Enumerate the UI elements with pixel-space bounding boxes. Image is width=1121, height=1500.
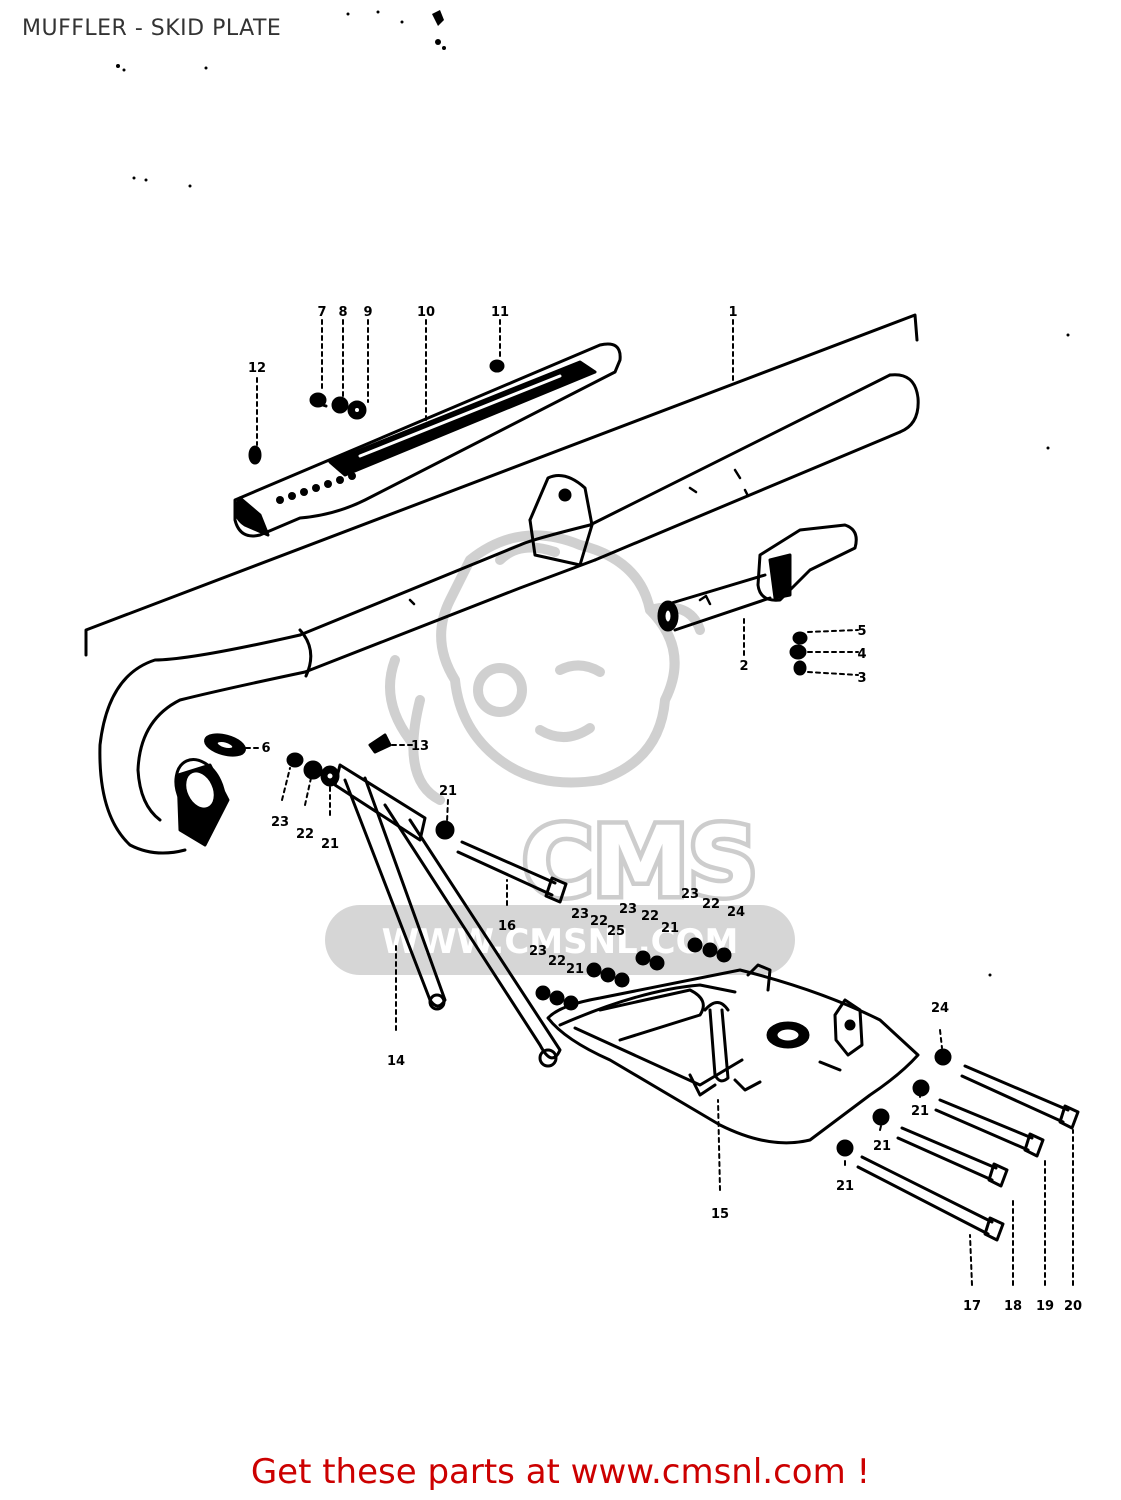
callout-23-front: 23 (271, 815, 289, 830)
callout-25: 25 (607, 924, 625, 939)
callout-5: 5 (857, 624, 866, 639)
callout-23-cluster-d: 23 (681, 887, 699, 902)
muffler-stay-bracket (333, 763, 562, 1068)
callout-labels: 1 2 3 4 5 6 7 8 9 10 11 12 13 14 15 16 1… (248, 305, 1082, 1314)
callout-4: 4 (857, 647, 866, 662)
callout-24-bolt: 24 (931, 1001, 949, 1016)
callout-24-cluster: 24 (727, 905, 745, 920)
callout-1: 1 (728, 305, 737, 320)
skid-plate (546, 963, 920, 1145)
stay-bolt (435, 820, 568, 904)
callout-9: 9 (363, 305, 372, 320)
scan-specks (116, 10, 1070, 977)
assembly-bracket-line (84, 313, 919, 657)
callout-21-bolt-a: 21 (911, 1104, 929, 1119)
callout-3: 3 (857, 671, 866, 686)
callout-14: 14 (387, 1054, 405, 1069)
callout-leader-lines (245, 319, 1074, 1286)
callout-22-cluster-c: 22 (641, 909, 659, 924)
cms-watermark: CMS WWW.CMSNL.COM (325, 530, 795, 975)
mascot-watermark-icon (385, 530, 705, 805)
callout-15: 15 (711, 1207, 729, 1222)
skid-plate-bolts (836, 1048, 1080, 1242)
callout-17: 17 (963, 1299, 981, 1314)
callout-16: 16 (498, 919, 516, 934)
callout-22-cluster-a: 22 (548, 954, 566, 969)
callout-21-cluster-b: 21 (661, 921, 679, 936)
callout-22-cluster-b: 22 (590, 914, 608, 929)
front-mount-hardware (286, 733, 392, 787)
silencer-hardware (789, 631, 808, 676)
page-title: MUFFLER - SKID PLATE (22, 16, 282, 41)
callout-7: 7 (317, 305, 326, 320)
watermark-url-banner (325, 905, 795, 975)
callout-23-cluster-a: 23 (529, 944, 547, 959)
callout-6: 6 (261, 741, 270, 756)
callout-20: 20 (1064, 1299, 1082, 1314)
exhaust-gasket (204, 733, 246, 757)
callout-21-bolt-c: 21 (836, 1179, 854, 1194)
skid-plate-washers (535, 937, 732, 1011)
cms-watermark-logo: CMS (522, 806, 757, 918)
callout-18: 18 (1004, 1299, 1022, 1314)
callout-21-front: 21 (321, 837, 339, 852)
callout-22-front: 22 (296, 827, 314, 842)
callout-22-cluster-d: 22 (702, 897, 720, 912)
callout-21-cluster-a: 21 (566, 962, 584, 977)
callout-13: 13 (411, 739, 429, 754)
callout-23-cluster-b: 23 (571, 907, 589, 922)
heat-shield-screws (248, 359, 505, 465)
callout-21-stay-bolt: 21 (439, 784, 457, 799)
heat-shield (233, 342, 622, 538)
muffler-exhaust-pipe (98, 373, 920, 855)
callout-19: 19 (1036, 1299, 1054, 1314)
cms-watermark-url: WWW.CMSNL.COM (382, 922, 739, 962)
callout-8: 8 (338, 305, 347, 320)
callout-21-bolt-b: 21 (873, 1139, 891, 1154)
callout-10: 10 (417, 305, 435, 320)
callout-2: 2 (739, 659, 748, 674)
callout-11: 11 (491, 305, 509, 320)
silencer-insert (657, 523, 858, 632)
callout-12: 12 (248, 361, 266, 376)
callout-23-cluster-c: 23 (619, 902, 637, 917)
footer-parts-link[interactable]: Get these parts at www.cmsnl.com ! (250, 1452, 871, 1492)
parts-drawing (84, 313, 1080, 1286)
